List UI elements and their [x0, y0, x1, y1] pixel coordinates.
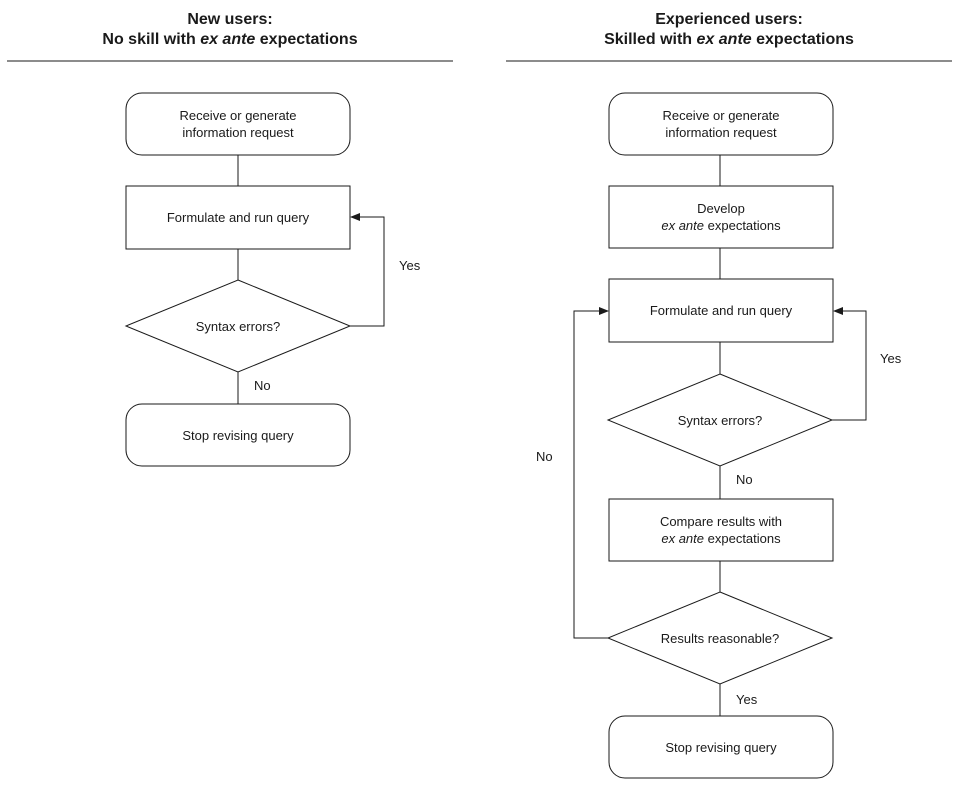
left-no-label: No — [254, 378, 271, 393]
left-stop-node — [125, 403, 351, 467]
left-syntax-text: Syntax errors? — [195, 318, 281, 334]
right-heading: Experienced users: Skilled with ex ante … — [506, 10, 952, 50]
left-formulate-text: Formulate and run query — [166, 210, 310, 225]
right-syntax-text: Syntax errors? — [677, 412, 763, 428]
left-heading-line2: No skill with ex ante expectations — [7, 30, 453, 50]
right-formulate-text: Formulate and run query — [649, 303, 793, 318]
left-heading-line2-post: expectations — [255, 31, 358, 48]
right-syntax-no-label: No — [736, 472, 753, 487]
right-formulate-label: Formulate and run query — [609, 279, 833, 342]
right-stop-text: Stop revising query — [665, 739, 777, 755]
left-heading-line2-italic: ex ante — [200, 31, 256, 48]
right-reasonable-no-label: No — [536, 449, 553, 464]
right-stop-node — [608, 715, 834, 779]
right-syntax-yes-loop — [832, 307, 867, 421]
right-reasonable-text: Results reasonable? — [660, 630, 780, 646]
right-reasonable-yes-label: Yes — [736, 692, 758, 707]
left-formulate-label: Formulate and run query — [126, 186, 350, 249]
right-syntax-yes-label: Yes — [880, 351, 902, 366]
left-stop-label: Stop revising query — [126, 404, 350, 466]
right-heading-line2: Skilled with ex ante expectations — [506, 30, 952, 50]
right-heading-line2-post: expectations — [751, 31, 854, 48]
right-reasonable-label: Results reasonable? — [632, 622, 808, 654]
right-heading-line2-pre: Skilled with — [604, 31, 697, 48]
right-compare-line2: ex ante expectations — [661, 530, 780, 547]
left-syntax-label: Syntax errors? — [150, 310, 326, 342]
right-start-label: Receive or generate information request — [609, 93, 833, 155]
right-compare-line1: Compare results with — [659, 514, 783, 529]
right-develop-line2-italic: ex ante — [661, 218, 705, 233]
left-start-line2: information request — [182, 125, 294, 140]
right-start-line2: information request — [665, 125, 777, 140]
right-develop-line1: Develop — [697, 201, 745, 216]
right-develop-node — [608, 185, 834, 249]
right-develop-line2-post: expectations — [704, 218, 781, 233]
right-compare-node — [608, 498, 834, 562]
left-heading-line1: New users: — [187, 11, 273, 28]
right-start-line1: Receive or generate — [662, 108, 780, 123]
left-start-line1: Receive or generate — [179, 108, 297, 123]
right-heading-line2-italic: ex ante — [696, 31, 752, 48]
left-yes-loop — [350, 213, 385, 327]
right-reasonable-no-loop — [573, 307, 609, 639]
right-stop-label: Stop revising query — [609, 716, 833, 778]
right-compare-line2-italic: ex ante — [661, 531, 705, 546]
right-syntax-label: Syntax errors? — [632, 404, 808, 436]
right-develop-label: Develop ex ante expectations — [609, 186, 833, 248]
left-stop-text: Stop revising query — [182, 427, 294, 443]
right-compare-line2-post: expectations — [704, 531, 781, 546]
left-heading-line2-pre: No skill with — [102, 31, 201, 48]
right-start-node — [608, 92, 834, 156]
right-develop-line2: ex ante expectations — [661, 217, 780, 234]
left-heading: New users: No skill with ex ante expecta… — [7, 10, 453, 50]
right-compare-label: Compare results with ex ante expectation… — [609, 499, 833, 561]
left-yes-label: Yes — [399, 258, 421, 273]
left-start-label: Receive or generate information request — [126, 93, 350, 155]
right-heading-line1: Experienced users: — [655, 11, 803, 28]
